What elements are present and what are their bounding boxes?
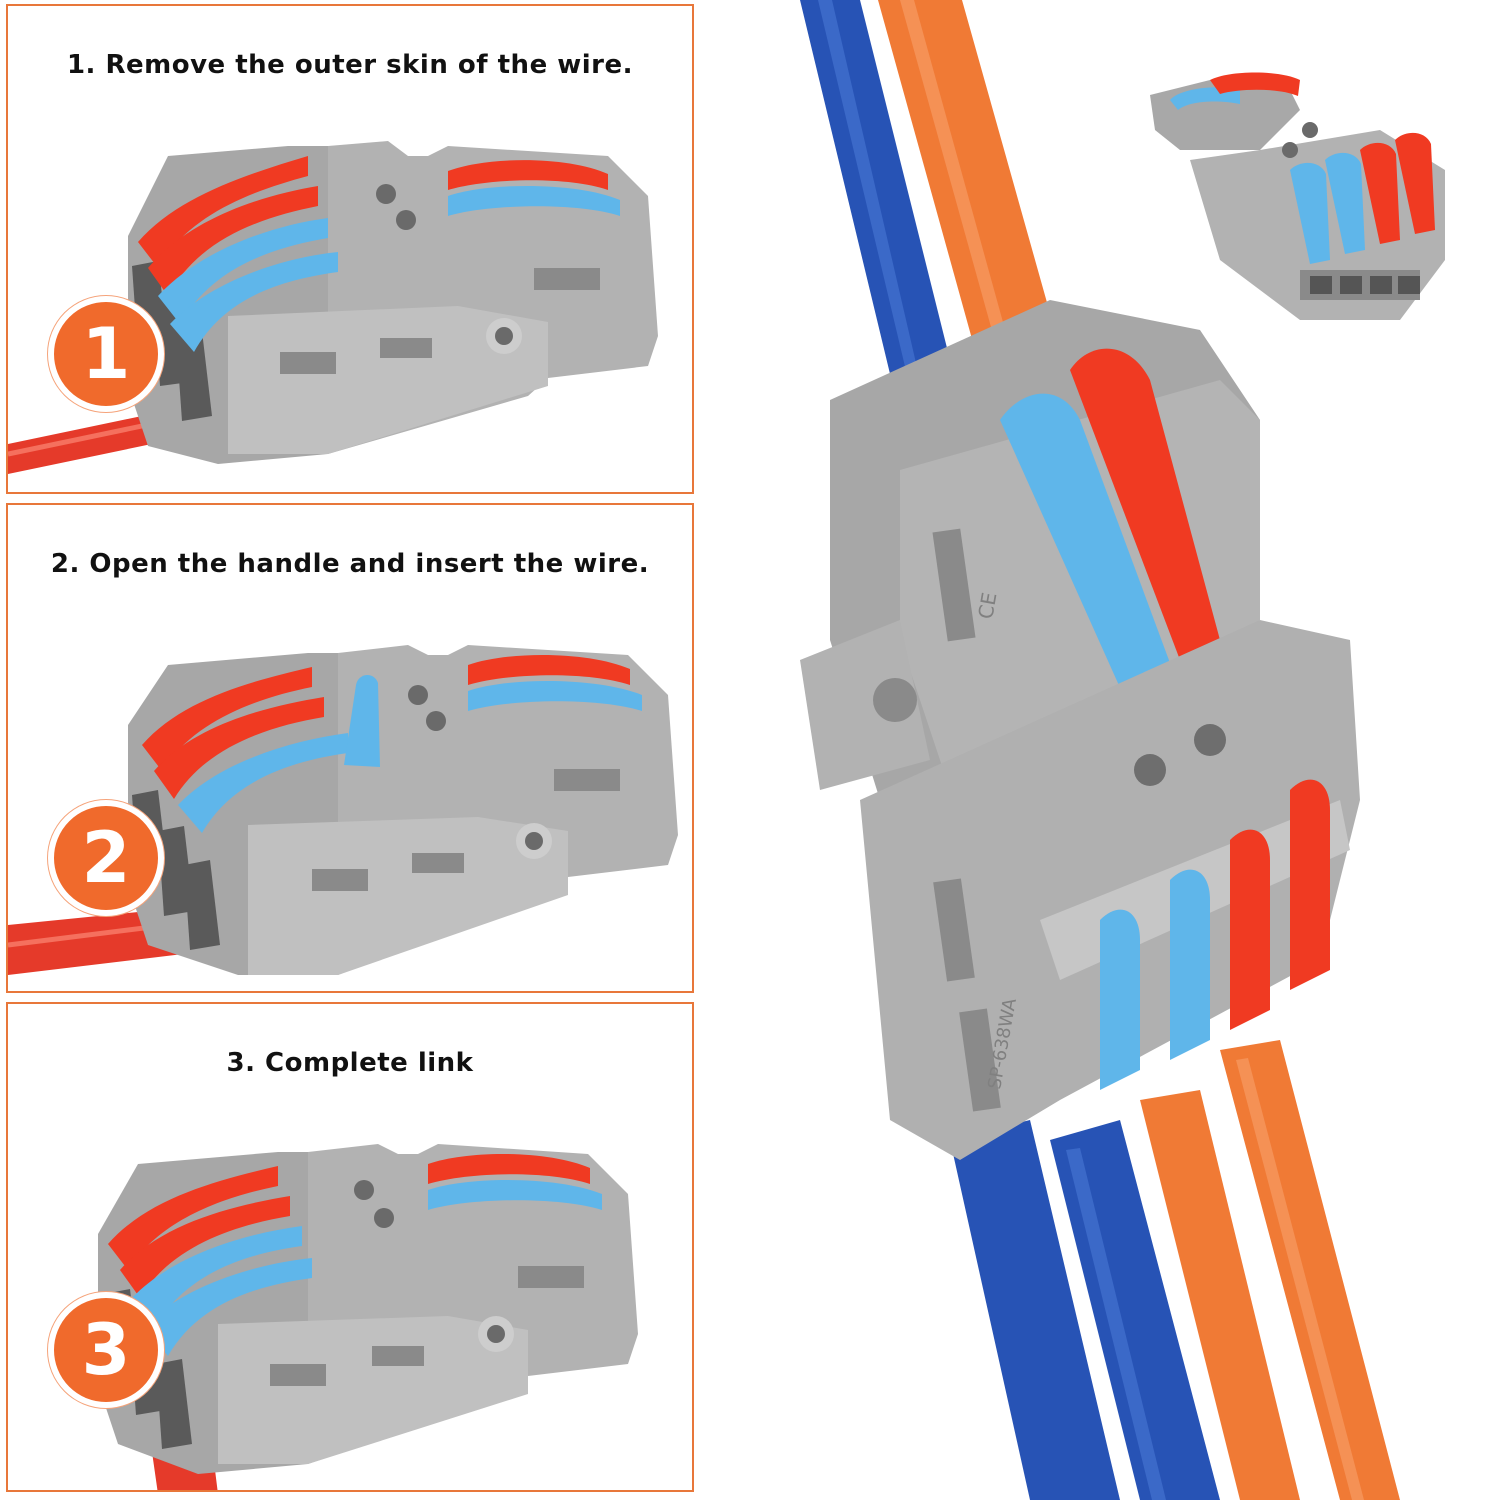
connector-illustration-2 bbox=[8, 645, 678, 975]
step-panel-3: 3. Complete link 3 bbox=[6, 1002, 694, 1492]
step-3-number: 3 bbox=[81, 1309, 131, 1391]
connector-illustration-1 bbox=[8, 141, 658, 474]
connector-illustration-3 bbox=[98, 1144, 638, 1490]
step-1-number: 1 bbox=[81, 313, 131, 395]
step-1-badge: 1 bbox=[48, 296, 164, 412]
inset-connector-illustration bbox=[1150, 72, 1445, 320]
connector-product-illustration: CE SP-638WA bbox=[800, 0, 1445, 1500]
step-2-number: 2 bbox=[81, 817, 131, 899]
step-panel-2: 2. Open the handle and insert the wire. … bbox=[6, 503, 694, 993]
step-2-badge: 2 bbox=[48, 800, 164, 916]
step-2-text: 2. Open the handle and insert the wire. bbox=[50, 549, 650, 579]
step-3-badge: 3 bbox=[48, 1292, 164, 1408]
step-1-text: 1. Remove the outer skin of the wire. bbox=[66, 50, 634, 80]
step-panel-1: 1. Remove the outer skin of the wire. 1 bbox=[6, 4, 694, 494]
step-3-text: 3. Complete link bbox=[226, 1048, 474, 1078]
ce-mark: CE bbox=[973, 590, 1001, 620]
